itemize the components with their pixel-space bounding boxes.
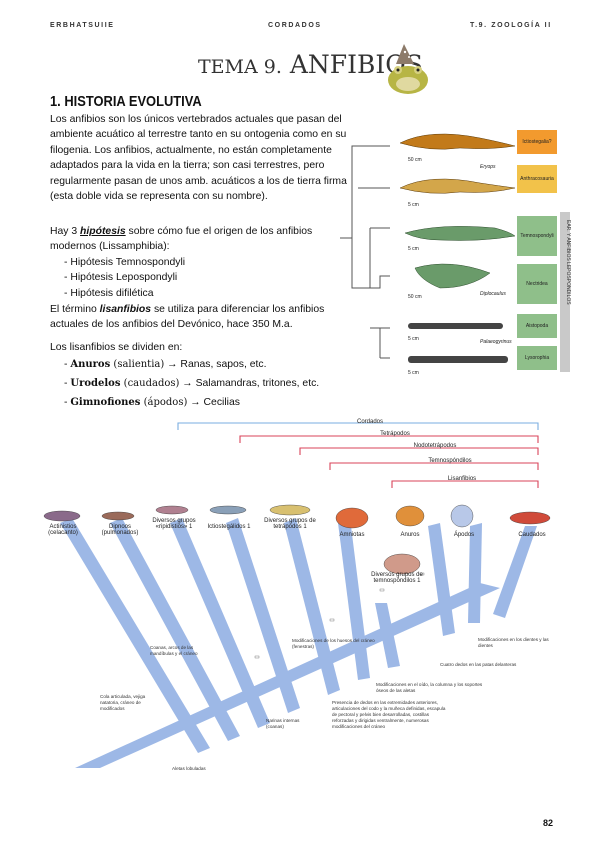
list-item: Anuros (salientia) → Ranas, sapos, etc. — [64, 355, 360, 374]
taxon-label: Caudados — [518, 532, 546, 538]
taxon-label: Dipnoos (pulmonados) — [101, 524, 139, 536]
side-bar — [560, 212, 570, 372]
header-author: ERBHATSUIIE — [50, 22, 115, 29]
order-alt: (caudados) — [123, 378, 180, 390]
lis-rest: se utiliza para diferenciar los anfibios… — [50, 304, 325, 331]
clade-bracket-label: Temnospóndilos — [428, 458, 472, 464]
order-examples: → Ranas, sapos, etc. — [167, 359, 267, 371]
list-item: Urodelos (caudados) → Salamandras, trito… — [64, 374, 360, 393]
section-heading: 1. HISTORIA EVOLUTIVA — [50, 93, 202, 110]
taxon-label: Anuros — [400, 532, 420, 538]
header-subject: CORDADOS — [268, 22, 322, 29]
order-name: Anuros — [70, 359, 111, 371]
scale-label: 5 cm — [408, 370, 419, 376]
clade-note: Cuatro dedos en las patas delanteras — [440, 662, 517, 667]
list-item: Hipótesis Temnospondyli — [64, 255, 360, 270]
order-alt: (ápodos) — [143, 397, 188, 409]
scale-label: 50 cm — [408, 157, 422, 163]
hyp-rest: sobre cómo fue el origen de los anfibios… — [50, 226, 313, 253]
orders-lead: Los lisanfibios se dividen en: — [50, 342, 183, 353]
frog-illustration — [388, 44, 428, 94]
intro-paragraph: Los anfibios son los únicos vertebrados … — [50, 114, 347, 203]
header-course: T.9. ZOOLOGÍA II — [470, 22, 552, 29]
group-box: Lysorophia — [517, 346, 557, 370]
clade-bracket-label: Tetrápodos — [380, 431, 410, 437]
taxon-label: Amniotas — [339, 532, 365, 538]
hyp-lead: Hay 3 — [50, 226, 81, 237]
lis-lead: El término — [50, 304, 100, 315]
group-box: Aistopoda — [517, 314, 557, 338]
title-prefix: TEMA 9. — [198, 56, 282, 78]
scale-label: 5 cm — [408, 246, 419, 252]
order-examples: → Cecilias — [190, 397, 240, 409]
hypotheses-block: Hay 3 hipótesis sobre cómo fue el origen… — [50, 224, 360, 301]
orders-list: Anuros (salientia) → Ranas, sapos, etc. … — [50, 355, 360, 412]
clade-note: Modificaciones de los huesos del cráneo … — [292, 638, 375, 649]
clade-note: Aletas lobuladas — [172, 766, 206, 771]
taxon-label: Ápodos — [453, 532, 475, 538]
list-item: Hipótesis Lepospondyli — [64, 270, 360, 285]
clade-bracket-label: Lisanfibios — [447, 476, 477, 482]
list-item: Gimnofiones (ápodos) → Cecilias — [64, 393, 360, 412]
clade-note: Cola articulada, vejiga natatoria, cráne… — [100, 694, 146, 711]
order-examples: → Salamandras, tritones, etc. — [182, 378, 320, 390]
clade-note: Modificaciones en el oído, la columna y … — [376, 682, 483, 693]
clade-note: Modificaciones en los dientes y las dien… — [478, 637, 549, 648]
clade-note: Coanas, arcos de las mandíbulas y el crá… — [150, 645, 198, 656]
page-number: 82 — [543, 818, 554, 828]
species-label: Palaeogyrinus — [480, 339, 512, 345]
list-item: Hipótesis difilética — [64, 286, 360, 301]
order-name: Gimnofiones — [70, 397, 141, 409]
scale-label: 50 cm — [408, 294, 422, 300]
clade-bracket-label: Nodotetrápodos — [413, 443, 457, 449]
clade-note: Presencia de dedos en las extremidades a… — [332, 700, 446, 729]
hyp-word: hipótesis — [80, 226, 126, 237]
taxon-label: Diversos grupos de temnospóndilos 1 — [371, 572, 423, 584]
taxon-label: Actinistios (celacanto) — [48, 524, 78, 536]
scale-label: 5 cm — [408, 202, 419, 208]
group-box: Anthracosauria — [517, 165, 557, 193]
side-label: EAR. Y ANFIBIOS LEPOSPONDILOS — [565, 220, 571, 305]
hypotheses-list: Hipótesis Temnospondyli Hipótesis Leposp… — [50, 255, 360, 301]
species-label: Diplocaulus — [480, 291, 506, 297]
group-box: Ictiostegalia? — [517, 130, 557, 154]
taxon-label: Diversos grupos de tetrápodos 1 — [264, 518, 316, 530]
order-name: Urodelos — [70, 378, 121, 390]
lisanfibios-paragraph: El término lisanfibios se utiliza para d… — [50, 302, 360, 333]
scale-label: 5 cm — [408, 336, 419, 342]
orders-block: Los lisanfibios se dividen en: Anuros (s… — [50, 340, 360, 412]
taxon-label: Ictiostegálidos 1 — [207, 524, 251, 530]
clade-note: Narinas internas (coanas) — [266, 718, 300, 729]
clade-bracket-label: Cordados — [356, 419, 383, 425]
order-alt: (salientia) — [113, 359, 165, 371]
fossil-phylogeny: 50 cm 5 cm 5 cm 50 cm 5 cm 5 cm Eryops D… — [340, 133, 516, 376]
group-box: Temnospondyli — [517, 216, 557, 256]
taxon-label: Diversos grupos «ripidistios» 1 — [152, 518, 196, 530]
species-label: Eryops — [480, 164, 496, 170]
group-box: Nectridea — [517, 264, 557, 304]
cladogram — [43, 422, 551, 768]
lis-word: lisanfibios — [99, 304, 152, 315]
